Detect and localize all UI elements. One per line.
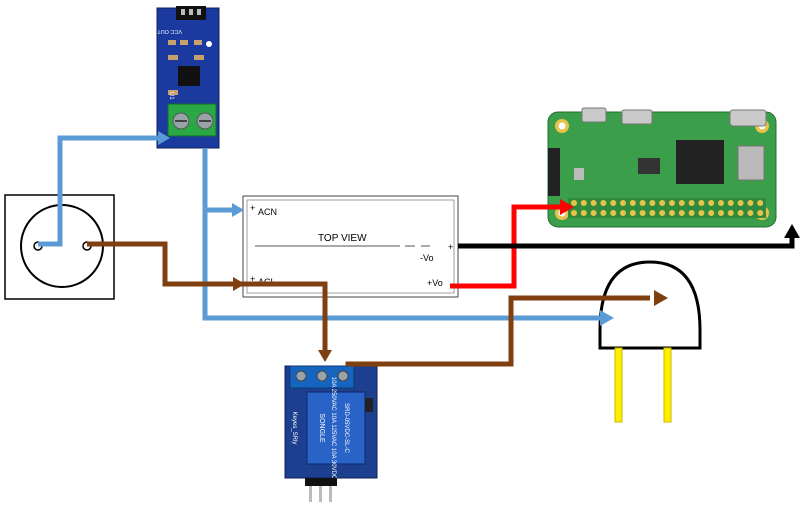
gpio-pin	[678, 210, 685, 216]
svg-text:+: +	[250, 203, 255, 213]
gpio-pin	[688, 200, 695, 206]
gpio-pin	[737, 210, 744, 216]
gpio-pin	[639, 210, 646, 216]
psu-pin-acn: ACN	[258, 207, 277, 217]
gpio-pin	[580, 200, 587, 206]
gpio-pin	[708, 210, 715, 216]
arrow-pi-negative	[784, 224, 800, 238]
sensor-pin-labels: VCC OUT GND	[144, 28, 182, 34]
gpio-pin	[757, 210, 764, 216]
live-wire	[87, 241, 650, 367]
gpio-pin	[747, 210, 754, 216]
gpio-pin	[649, 200, 656, 206]
psu-title: TOP VIEW	[318, 233, 367, 244]
gpio-pin	[580, 210, 587, 216]
gpio-header	[571, 200, 764, 216]
gpio-pin	[669, 210, 675, 216]
gpio-pin	[629, 210, 636, 216]
gpio-pin	[698, 200, 705, 206]
gpio-pin	[620, 210, 626, 216]
arrow-acl	[233, 277, 245, 291]
gpio-pin	[610, 210, 617, 216]
neutral-wire	[38, 135, 600, 321]
psu-pin-neg: -Vo	[420, 253, 434, 263]
gpio-pin	[727, 200, 734, 206]
gpio-pin	[708, 200, 715, 206]
relay-model: SRD-05VDC-SL-C	[343, 403, 349, 453]
gpio-pin	[678, 200, 685, 206]
relay-module: 10A 250VAC 10A 125VAC 10A 30VDC SRD-05VD…	[284, 365, 378, 502]
relay-brand: SONGLE	[318, 413, 325, 443]
gpio-pin	[698, 210, 705, 216]
gpio-pin	[620, 200, 626, 206]
gpio-pin	[590, 210, 597, 216]
gpio-pin	[747, 200, 754, 206]
gpio-pin	[757, 200, 764, 206]
arrow-acn	[232, 203, 244, 217]
gpio-pin	[737, 200, 744, 206]
gpio-pin	[600, 210, 607, 216]
arrow-lamp-live	[654, 290, 668, 306]
gpio-pin	[600, 200, 607, 206]
relay-maker: Keyes_SRly	[291, 412, 297, 445]
gpio-pin	[659, 200, 666, 206]
gpio-pin	[571, 200, 577, 206]
arrow-pi-positive	[560, 199, 574, 215]
gpio-pin	[718, 210, 724, 216]
gpio-pin	[639, 200, 646, 206]
negative-wire	[458, 236, 795, 249]
lamp-icon	[598, 260, 702, 423]
raspberry-pi-zero-icon	[547, 107, 777, 228]
svg-text:+: +	[250, 274, 255, 284]
arrow-sensor-in	[158, 131, 170, 145]
sensor-chip-label: U1	[168, 92, 174, 100]
gpio-pin	[688, 210, 695, 216]
relay-ratings: 10A 250VAC 10A 125VAC 10A 30VDC	[330, 377, 336, 480]
gpio-pin	[629, 200, 636, 206]
gpio-pin	[669, 200, 675, 206]
gpio-pin	[718, 200, 724, 206]
svg-text:+: +	[448, 242, 453, 252]
gpio-pin	[649, 210, 656, 216]
psu-pin-pos: +Vo	[427, 278, 443, 288]
gpio-pin	[590, 200, 597, 206]
arrow-relay-in	[318, 350, 332, 362]
gpio-pin	[727, 210, 734, 216]
current-sensor-module: VCC OUT GND U1	[144, 6, 220, 149]
gpio-pin	[610, 200, 617, 206]
arrow-lamp-neutral	[600, 310, 614, 326]
gpio-pin	[659, 210, 666, 216]
gpio-pin	[571, 210, 577, 216]
